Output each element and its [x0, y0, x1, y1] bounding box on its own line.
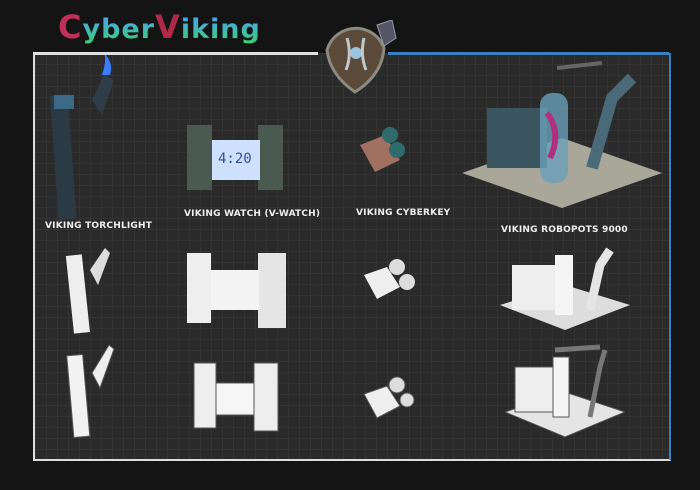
label-torchlight: VIKING TORCHLIGHT — [45, 221, 153, 231]
frame-top-white — [33, 52, 318, 55]
shield-emblem-icon — [325, 20, 397, 94]
logo-iking: iking — [180, 14, 261, 45]
cyberkey-render — [360, 127, 405, 172]
robopots-wireframe — [505, 344, 625, 438]
robopots-render — [462, 61, 662, 208]
logo-c: C — [58, 8, 83, 46]
frame-top-blue — [388, 52, 669, 55]
cyberviking-logo: CyberViking — [58, 8, 261, 46]
torchlight-render — [49, 55, 114, 221]
logo-v: V — [155, 8, 181, 46]
label-cyberkey: VIKING CYBERKEY — [356, 208, 451, 218]
label-robopots: VIKING ROBOPOTS 9000 — [501, 225, 628, 235]
torchlight-wireframe — [66, 344, 115, 439]
cyberkey-clay — [364, 259, 415, 299]
torchlight-clay — [65, 248, 110, 334]
label-watch: VIKING WATCH (V-WATCH) — [184, 209, 321, 219]
robopots-clay — [500, 247, 630, 330]
watch-display-text: 4:20 — [218, 151, 252, 167]
cyberkey-wireframe — [363, 376, 415, 419]
watch-clay — [187, 253, 286, 328]
watch-wireframe — [193, 362, 279, 432]
watch-render: 4:20 — [187, 125, 283, 190]
logo-yber: yber — [82, 14, 156, 45]
